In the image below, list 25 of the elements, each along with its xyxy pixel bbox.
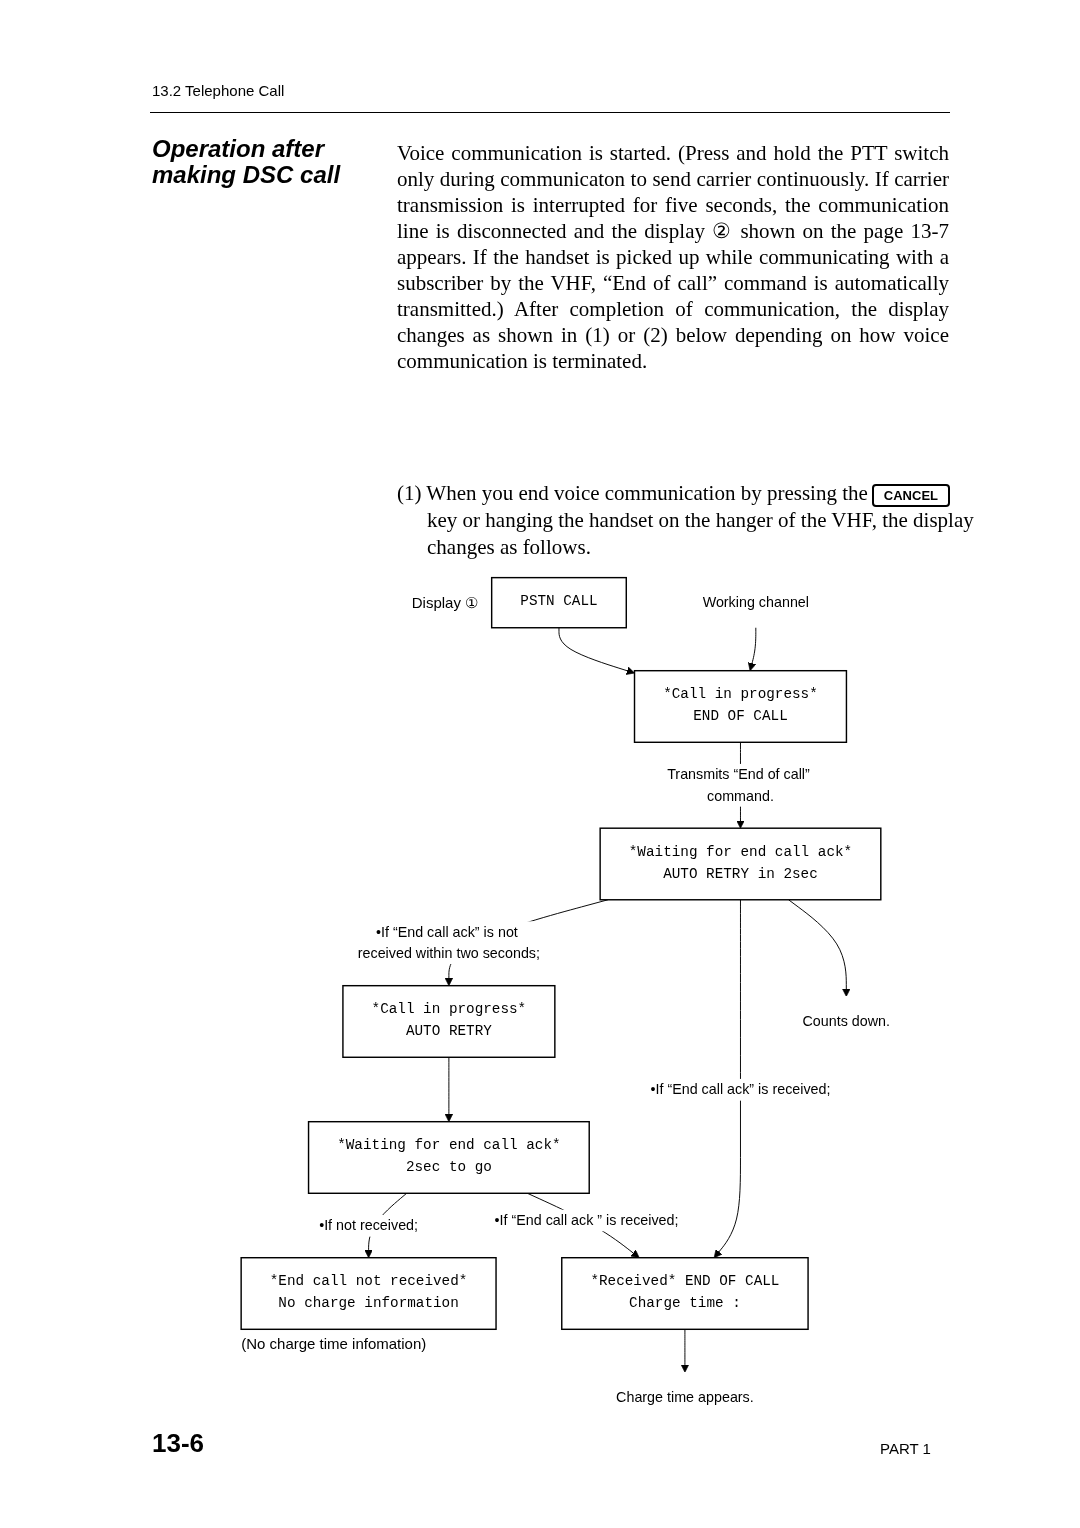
edge-label: Transmits “End of call” command. (667, 765, 810, 804)
section-heading: Operation after making DSC call (152, 136, 342, 188)
footer-text: PART 1 (880, 1440, 931, 1457)
node-box: *Received* END OF CALL Charge time : (561, 1257, 809, 1330)
step-text: (1) When you end voice communication by pressing the (397, 481, 868, 505)
node-box: *Waiting for end call ack* 2sec to go (307, 1121, 590, 1194)
node-box: *Call in progress* AUTO RETRY (342, 984, 556, 1058)
node-box: *Call in progress* END OF CALL (633, 670, 848, 743)
edge-label: •If “End call ack ” is received; (494, 1211, 679, 1228)
side-note: (No charge time infomation) (241, 1335, 427, 1353)
node-text: Working channel (702, 593, 810, 611)
running-header: 13.2 Telephone Call (152, 82, 285, 99)
edge-label: •If “End call ack” is not received within two seconds; (357, 923, 541, 961)
node-text: Counts down. (802, 1012, 891, 1029)
key-label: CANCEL (871, 483, 950, 507)
node-text: Charge time appears. (616, 1388, 754, 1405)
node-box: PSTN CALL (491, 576, 628, 629)
body-paragraph: Voice communication is started. (Press and hold the PTT switch only during communicaton to send carrier continuously. If carrier transmission is interrupted for five seconds, the communication line is disconnected and the display ② shown on the page 13-7 appears. If the handset is picked up while communicating with a subscriber by the VHF, “End of call” command is automatically transmitted.) After completion of communication, the display changes as shown in (1) or (2) below depending on how voice communication is terminated. (397, 140, 949, 374)
edge-label: •If “End call ack” is received; (650, 1080, 831, 1097)
step-text: key or hanging the handset on the hanger of the VHF, the display changes as follows. (426, 507, 975, 561)
side-note: Display ① (411, 593, 479, 612)
node-box: *Waiting for end call ack* AUTO RETRY in 2sec (599, 827, 882, 901)
edge-label: •If not received; (319, 1216, 419, 1233)
node-box: *End call not received* No charge information (240, 1257, 497, 1330)
page-number: 13-6 (152, 1428, 205, 1459)
